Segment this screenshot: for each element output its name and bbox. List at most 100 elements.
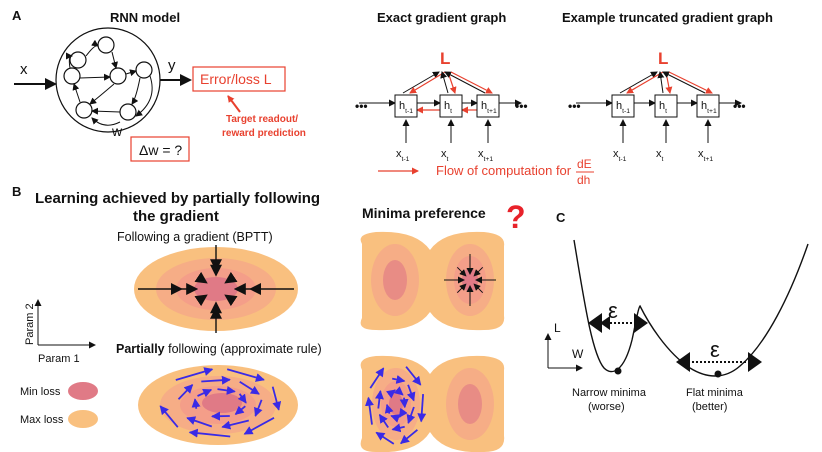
- approximate-step-arrow: [400, 429, 418, 445]
- rnn-unit: [75, 101, 93, 119]
- approximate-step-arrow: [226, 368, 265, 382]
- hidden-state-node: [696, 94, 720, 118]
- approximate-step-arrow: [197, 388, 213, 398]
- gradient-arrows: [138, 245, 294, 333]
- approximate-step-arrow: [217, 385, 236, 395]
- gradient-edge: [450, 71, 493, 94]
- approximate-step-arrow: [392, 375, 406, 384]
- node-base: x: [613, 148, 619, 160]
- node-subscript: t+1: [707, 108, 717, 115]
- double-well-landscape-bottom: [360, 355, 505, 452]
- rnn-unit: [97, 36, 115, 54]
- question-mark: ?: [506, 199, 526, 235]
- gradient-edge: [409, 71, 446, 94]
- node-base: h: [616, 100, 622, 112]
- loss-edge: [440, 71, 449, 94]
- approximate-step-arrow: [374, 390, 384, 409]
- approximate-step-arrow: [243, 417, 275, 435]
- node-label: ht: [659, 100, 667, 115]
- delta-w-box: [130, 136, 190, 162]
- narrow-minimum-point: [614, 367, 622, 375]
- approximate-step-arrow: [406, 384, 416, 402]
- exact-loss-label: L: [440, 49, 450, 68]
- approximate-step-arrow: [384, 403, 394, 414]
- gradient-arrow: [224, 294, 238, 307]
- truncated-ellipsis-left: •••: [568, 99, 581, 113]
- gradient-arrow: [224, 271, 238, 284]
- min-loss-region: [383, 260, 407, 300]
- approximate-step-arrow: [393, 386, 404, 396]
- rnn-unit: [69, 51, 87, 69]
- flat-epsilon-label: ε: [710, 337, 720, 362]
- approximate-step-arrow: [375, 431, 395, 445]
- flow-legend-label: Flow of computation for: [436, 163, 572, 178]
- loss-edge: [402, 71, 440, 94]
- hidden-state-node: [654, 94, 678, 118]
- hidden-state-node: [611, 94, 635, 118]
- approximate-step-arrow: [399, 397, 409, 409]
- flat-minimum-point: [714, 370, 722, 378]
- exact-graph-title: Exact gradient graph: [377, 10, 506, 25]
- node-subscript: t-1: [619, 156, 627, 163]
- node-label: xt+1: [698, 148, 713, 163]
- minima-preference-title: Minima preference: [362, 205, 486, 221]
- approximate-step-arrow: [271, 386, 282, 411]
- loss-axis-label: L: [554, 321, 561, 335]
- weight-axis-label: W: [572, 347, 584, 361]
- narrow-minima-label-line1: Narrow minima: [572, 387, 647, 399]
- min-loss-region: [458, 384, 482, 424]
- node-label: xt-1: [396, 148, 410, 163]
- exact-ellipsis-left: •••: [355, 99, 368, 113]
- max-loss-swatch: [68, 410, 98, 428]
- min-loss-region: [194, 277, 238, 301]
- target-label-line1: Target readout/: [226, 114, 298, 125]
- node-subscript: t+1: [704, 156, 714, 163]
- bptt-loss-landscape: [134, 245, 298, 333]
- loss-edge: [657, 71, 665, 94]
- gradient-arrow: [456, 283, 467, 294]
- approximate-rule-arrows: [159, 367, 282, 438]
- approximate-step-arrow: [237, 393, 247, 404]
- approximate-step-arrow: [175, 367, 214, 381]
- loss-edge: [619, 71, 658, 94]
- approximate-step-arrow: [406, 406, 416, 424]
- approximate-step-arrow: [254, 399, 263, 417]
- node-base: h: [444, 100, 450, 112]
- node-label: xt: [441, 148, 449, 163]
- bptt-label: Following a gradient (BPTT): [117, 230, 273, 244]
- hidden-state-node: [394, 94, 418, 118]
- narrow-minima-label-line2: (worse): [588, 401, 625, 413]
- approximate-step-arrow: [239, 381, 260, 395]
- approximate-step-arrow: [378, 413, 389, 429]
- gradient-edge: [626, 71, 664, 94]
- node-base: x: [656, 148, 662, 160]
- node-subscript: t: [447, 156, 449, 163]
- node-subscript: t-1: [405, 108, 413, 115]
- node-label: xt-1: [613, 148, 627, 163]
- param1-label: Param 1: [38, 353, 80, 365]
- loss-edge: [662, 71, 706, 94]
- node-subscript: t-1: [622, 108, 630, 115]
- gradient-arrow: [473, 283, 484, 294]
- approximate-step-arrow: [159, 405, 179, 428]
- exact-ellipsis-right: •••: [515, 99, 528, 113]
- gradient-arrow: [194, 294, 208, 307]
- truncated-ellipsis-right: •••: [733, 99, 746, 113]
- hidden-state-node: [439, 94, 463, 118]
- flat-epsilon-right-arrow: [748, 352, 762, 372]
- flow-legend-frac-top: dE: [577, 157, 592, 171]
- narrow-epsilon-label: ε: [608, 298, 618, 323]
- panel-a-letter: A: [12, 8, 22, 23]
- gradient-edge: [668, 71, 713, 94]
- node-subscript: t+1: [484, 156, 494, 163]
- node-base: x: [478, 148, 484, 160]
- max-loss-label: Max loss: [20, 414, 64, 426]
- node-base: h: [481, 100, 487, 112]
- panel-b-title-line2: the gradient: [133, 208, 219, 225]
- truncated-graph-title: Example truncated gradient graph: [562, 10, 773, 25]
- gradient-arrow: [194, 271, 208, 284]
- flat-epsilon-left-arrow: [676, 352, 690, 372]
- partial-label: Partially following (approximate rule): [116, 342, 322, 356]
